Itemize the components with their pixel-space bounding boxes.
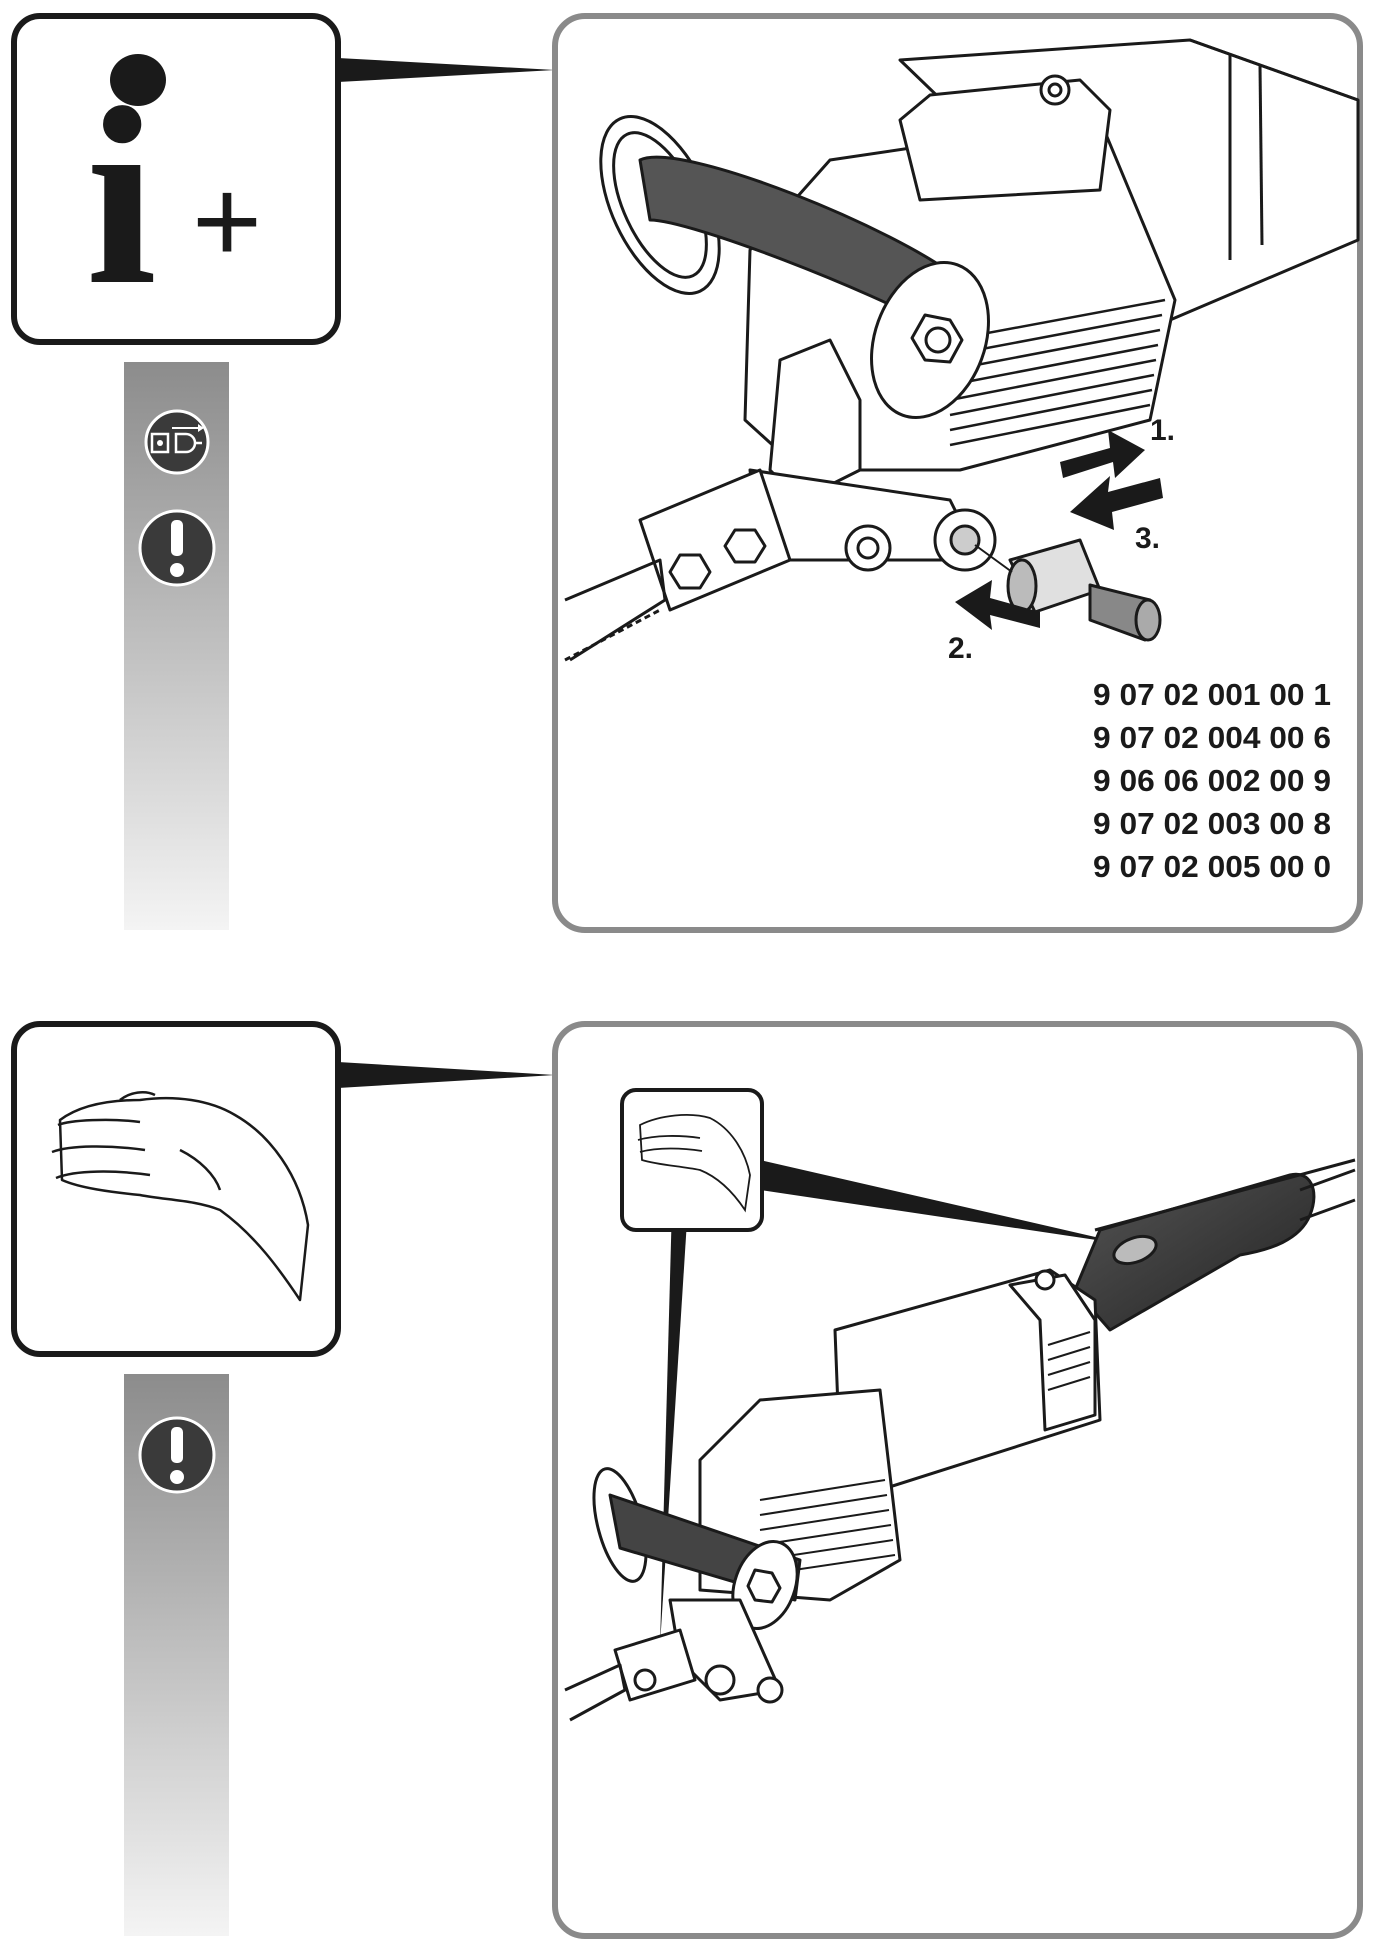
callout-pointer-2 xyxy=(338,1062,555,1088)
info-plus-box: i + xyxy=(11,13,341,345)
part-number: 9 07 02 004 00 6 xyxy=(1093,720,1331,755)
saw-head-illustration xyxy=(564,38,1360,662)
warning-icon xyxy=(138,509,216,587)
info-letter: i xyxy=(86,56,157,338)
arrow-step-3 xyxy=(1070,476,1163,530)
info-plus: + xyxy=(192,154,262,288)
hand-icon xyxy=(637,1114,751,1213)
section-2 xyxy=(11,1021,1363,1939)
hand-callout xyxy=(620,1088,1130,1645)
hand-icon xyxy=(51,1091,310,1302)
section-1: i + xyxy=(11,13,1363,933)
step-label-1: 1. xyxy=(1150,414,1175,447)
step-label-2: 2. xyxy=(948,632,973,665)
unplug-icon xyxy=(144,409,210,475)
part-number: 9 06 06 002 00 9 xyxy=(1093,763,1331,798)
part-number: 9 07 02 003 00 8 xyxy=(1093,806,1331,841)
callout-pointer-1 xyxy=(338,58,555,82)
part-number: 9 07 02 001 00 1 xyxy=(1093,677,1331,712)
warning-icon xyxy=(138,1416,216,1494)
saw-illustration xyxy=(564,1158,1356,1722)
step-label-3: 3. xyxy=(1135,522,1160,555)
arrow-step-2 xyxy=(955,580,1040,630)
hand-box xyxy=(11,1021,341,1357)
step-arrows xyxy=(955,430,1163,630)
arrow-step-1 xyxy=(1060,430,1145,478)
part-number: 9 07 02 005 00 0 xyxy=(1093,849,1331,884)
info-dot xyxy=(110,54,166,106)
part-number-list: 9 07 02 001 00 1 9 07 02 004 00 6 9 06 0… xyxy=(1093,677,1331,884)
